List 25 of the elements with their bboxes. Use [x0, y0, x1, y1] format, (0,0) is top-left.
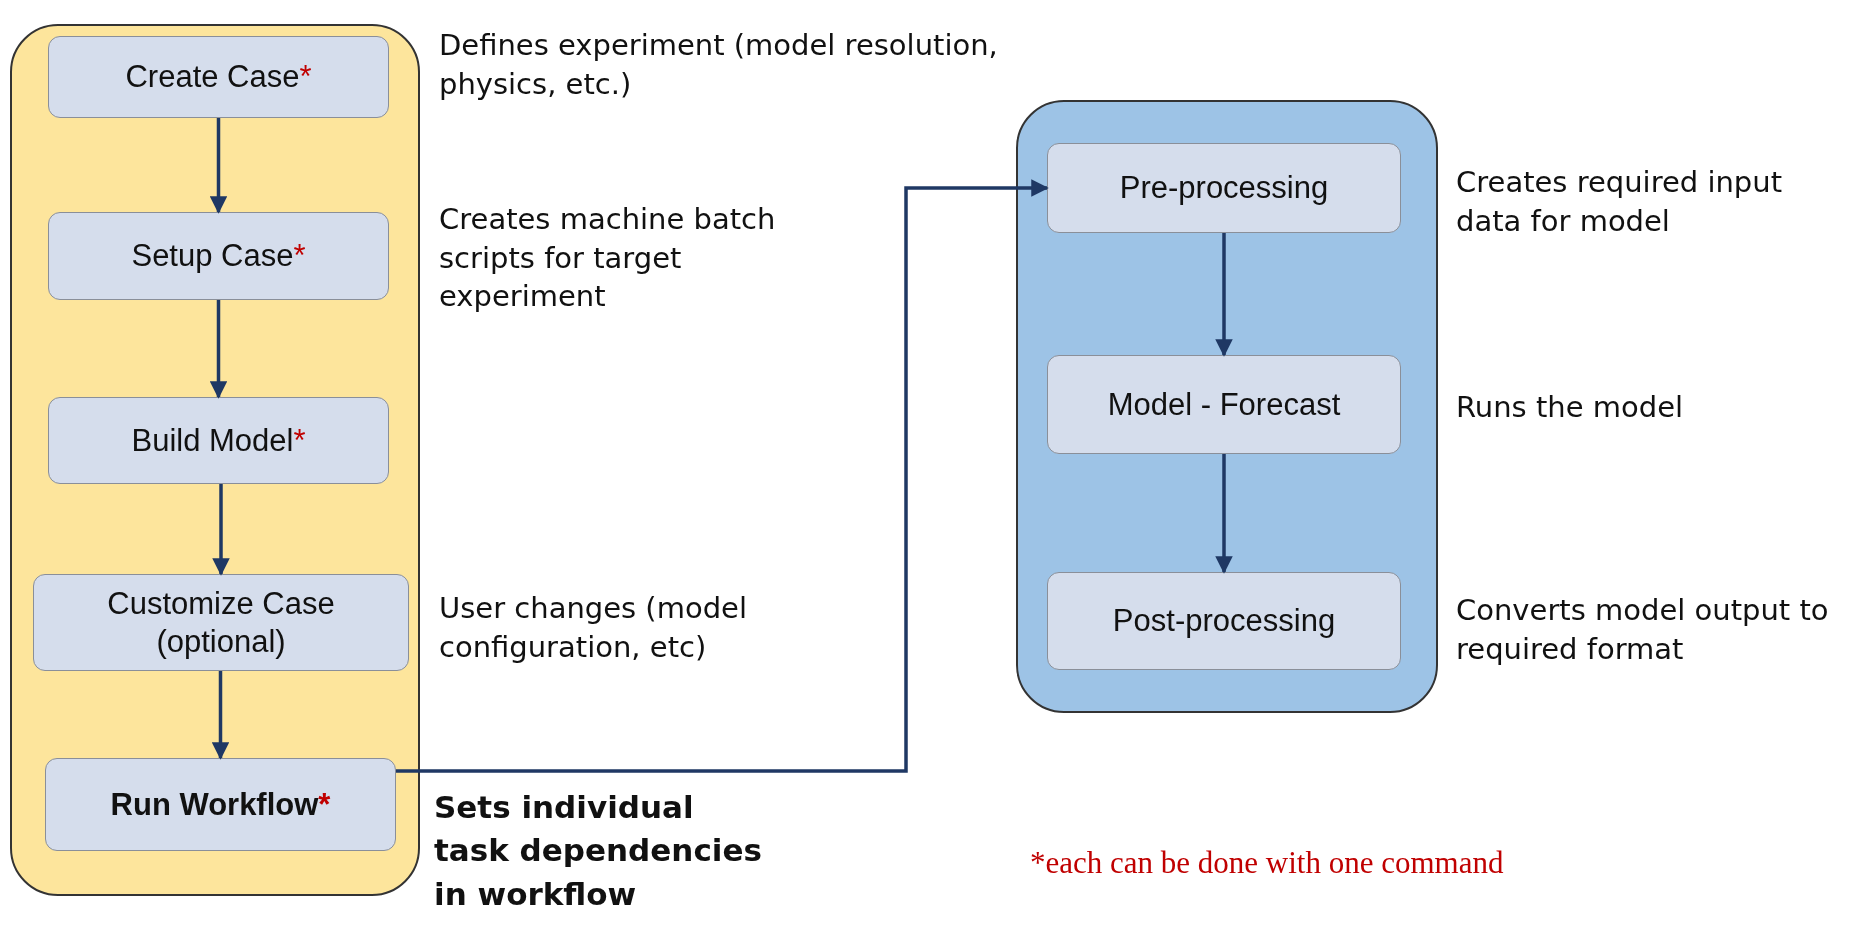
- arrow: [211, 671, 230, 760]
- arrow: [396, 179, 1049, 773]
- process-box: Build Model*: [48, 397, 389, 484]
- description-text: Runs the model: [1456, 389, 1685, 426]
- process-box: Run Workflow*: [45, 758, 396, 851]
- process-box: Create Case*: [48, 36, 389, 118]
- description-text: Sets individual task dependencies in workflow: [434, 788, 763, 914]
- description-text: User changes (model configuration, etc): [439, 590, 748, 666]
- arrow: [212, 484, 230, 576]
- process-box: Setup Case*: [48, 212, 389, 300]
- description-text: Creates required input data for model: [1456, 164, 1783, 240]
- group-panel: [1016, 100, 1438, 713]
- process-box: Customize Case (optional): [33, 574, 409, 671]
- process-box: Model - Forecast: [1047, 355, 1401, 454]
- arrow: [1215, 233, 1233, 357]
- description-text: Defines experiment (model resolution, physics, etc.): [439, 27, 999, 103]
- arrow: [209, 300, 228, 399]
- description-text: Creates machine batch scripts for target experiment: [439, 201, 777, 316]
- process-box: Post-processing: [1047, 572, 1401, 670]
- description-text: Converts model output to required format: [1456, 592, 1830, 668]
- arrow: [1215, 454, 1233, 574]
- group-panel: [10, 24, 420, 896]
- arrow: [209, 118, 228, 214]
- process-box: Pre-processing: [1047, 143, 1401, 233]
- footnote: *each can be done with one command: [1030, 845, 1504, 881]
